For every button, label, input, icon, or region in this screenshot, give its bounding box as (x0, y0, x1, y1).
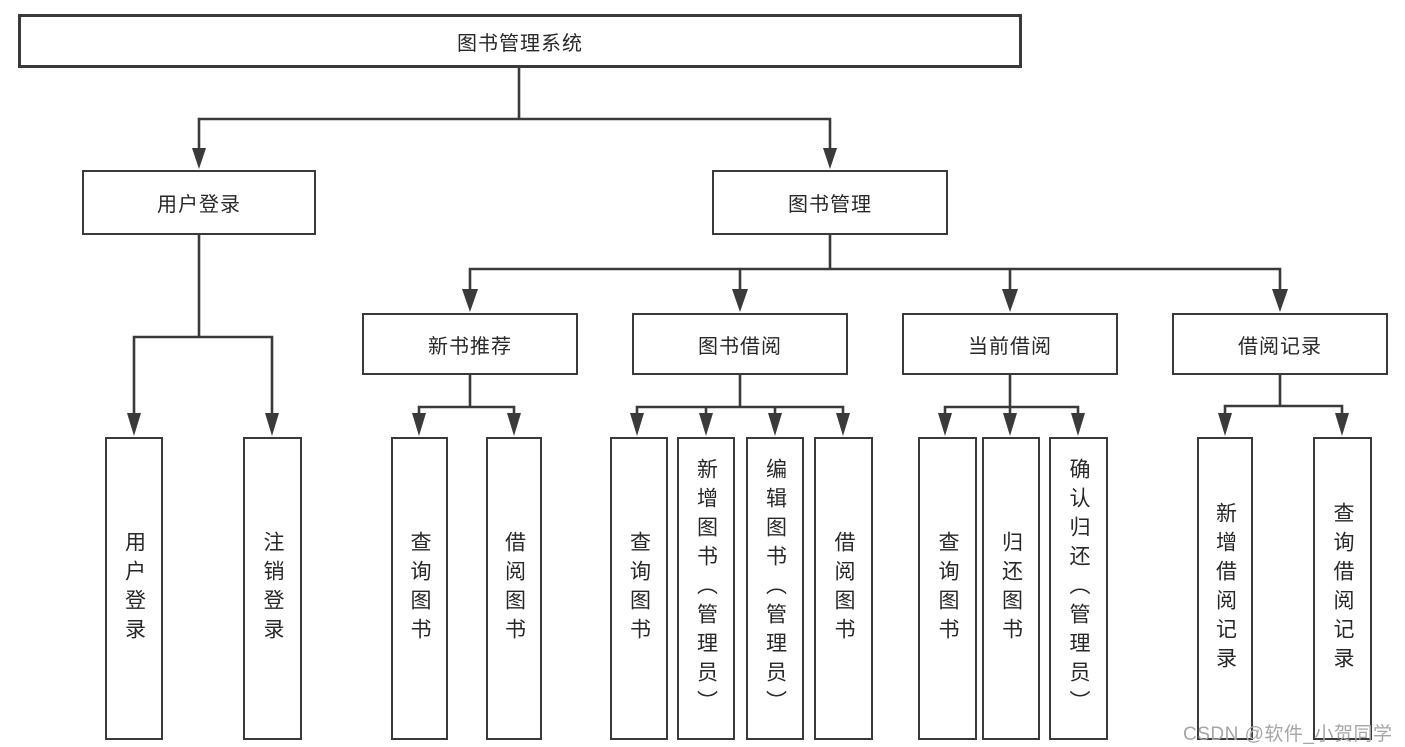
node-label: 新书推荐 (428, 335, 512, 358)
node-label: 图书管理 (788, 194, 872, 216)
arrowhead (1335, 413, 1349, 436)
leaf-add-books-admin: 新增图书（管理员） (677, 437, 735, 740)
arrowheads (127, 148, 1349, 436)
node-current-borrow: 当前借阅 (902, 313, 1118, 375)
node-label: 确认归还（管理员） (1067, 458, 1090, 719)
leaf-query-books-borrow: 查询图书 (610, 437, 668, 740)
arrowhead (265, 413, 279, 436)
arrowhead (127, 413, 141, 436)
leaf-borrow-books: 借阅图书 (814, 437, 873, 740)
node-user-login: 用户登录 (82, 170, 316, 235)
tree-edges (132, 66, 1344, 414)
csdn-watermark: CSDN @软件_小贺同学 (1183, 724, 1393, 745)
leaf-user-login: 用户登录 (105, 437, 163, 740)
node-label: 借阅记录 (1238, 335, 1322, 358)
node-label: 用户登录 (122, 530, 146, 647)
node-label: 新增借阅记录 (1213, 501, 1237, 676)
node-label: 图书借阅 (698, 335, 782, 358)
node-label: 借阅图书 (502, 530, 526, 647)
arrowhead (462, 289, 478, 312)
node-label: 图书管理系统 (457, 32, 583, 55)
arrowhead (823, 148, 837, 169)
leaf-confirm-return-admin: 确认归还（管理员） (1049, 437, 1108, 740)
node-new-book-recommend: 新书推荐 (362, 313, 578, 375)
node-label: 归还图书 (999, 530, 1023, 647)
node-library-management-system: 图书管理系统 (18, 14, 1022, 68)
node-borrow-records: 借阅记录 (1172, 313, 1388, 375)
leaf-add-borrow-record: 新增借阅记录 (1197, 437, 1253, 740)
node-label: 注销登录 (261, 530, 284, 647)
node-label: 查询图书 (408, 530, 431, 647)
leaf-query-books-recommend: 查询图书 (391, 437, 448, 740)
leaf-logout: 注销登录 (243, 437, 302, 740)
arrowhead (1002, 289, 1018, 312)
node-label: 新增图书（管理员） (694, 458, 718, 719)
arrowhead (1272, 289, 1288, 312)
node-label: 查询图书 (936, 530, 959, 647)
node-label: 借阅图书 (832, 530, 855, 647)
arrowhead (412, 413, 426, 436)
arrowhead (699, 413, 713, 436)
arrowhead (630, 413, 644, 436)
arrowhead (192, 148, 206, 169)
arrowhead (1071, 413, 1085, 436)
node-book-management: 图书管理 (712, 170, 948, 235)
arrowhead (836, 413, 850, 436)
node-label: 查询图书 (627, 530, 651, 647)
node-book-borrow: 图书借阅 (632, 313, 848, 375)
arrowhead (732, 289, 748, 312)
arrowhead (768, 413, 782, 436)
arrowhead (1218, 413, 1232, 436)
node-label: 查询借阅记录 (1331, 501, 1354, 676)
arrowhead (938, 413, 952, 436)
leaf-return-books: 归还图书 (982, 437, 1040, 740)
leaf-borrow-books-recommend: 借阅图书 (486, 437, 542, 740)
arrowhead (1003, 413, 1017, 436)
leaf-query-borrow-record: 查询借阅记录 (1313, 437, 1372, 740)
arrowhead (507, 413, 521, 436)
leaf-edit-books-admin: 编辑图书（管理员） (746, 437, 804, 740)
node-label: 当前借阅 (968, 335, 1052, 358)
leaf-query-books-current: 查询图书 (918, 437, 977, 740)
node-label: 编辑图书（管理员） (763, 458, 787, 719)
node-label: 用户登录 (157, 194, 241, 216)
